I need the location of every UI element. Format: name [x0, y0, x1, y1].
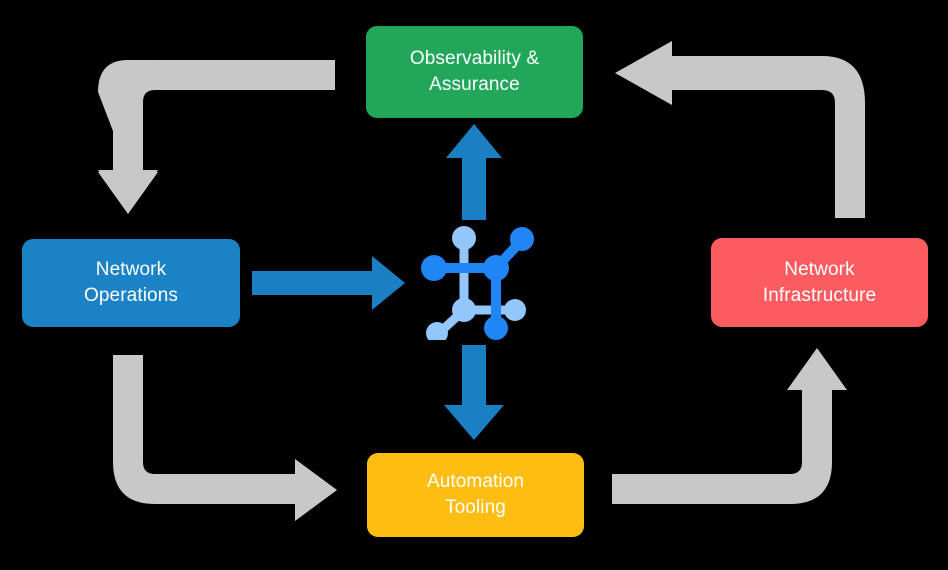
connector-infrastructure-to-observability [615, 41, 865, 218]
arrow-center-to-observability [446, 124, 502, 220]
node-network-operations[interactable]: Network Operations [22, 239, 240, 327]
node-observability-assurance[interactable]: Observability & Assurance [366, 26, 583, 118]
connector-observability-to-operations-shape [98, 60, 335, 214]
arrow-center-to-automation [444, 345, 504, 440]
network-topology-icon [421, 226, 534, 340]
connector-operations-to-automation [113, 355, 337, 521]
node-automation-tooling[interactable]: Automation Tooling [367, 453, 584, 537]
connector-automation-to-infrastructure [612, 348, 847, 504]
node-network-infrastructure[interactable]: Network Infrastructure [711, 238, 928, 327]
arrow-operations-to-center [252, 256, 405, 310]
